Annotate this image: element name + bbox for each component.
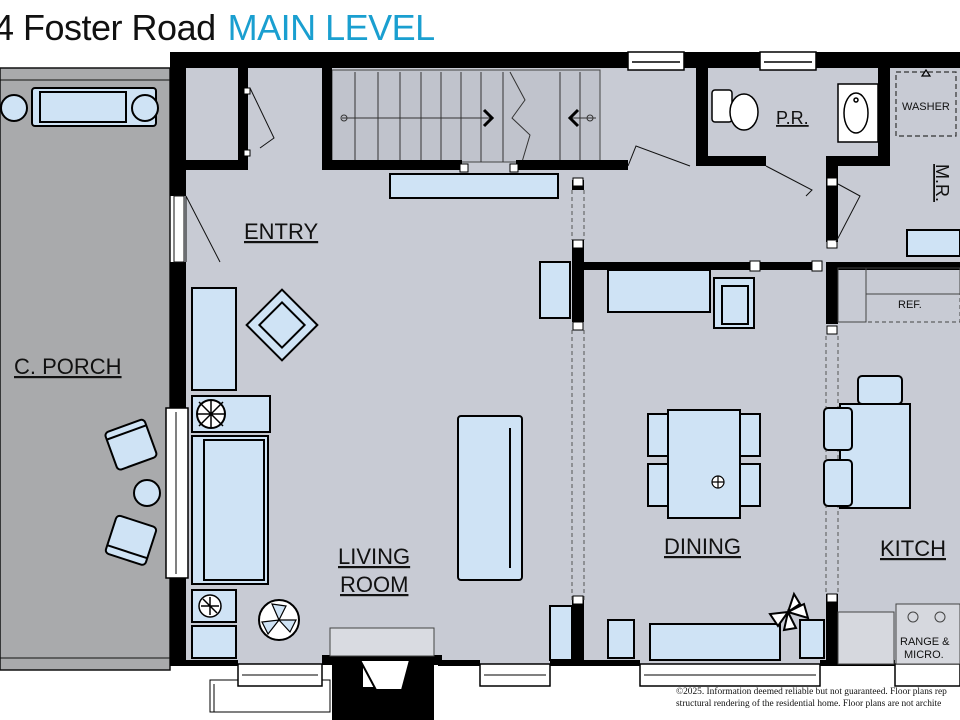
washer-label: WASHER — [902, 101, 950, 113]
porch-furniture — [0, 87, 161, 566]
living-furniture — [191, 173, 573, 661]
fireplace-insert — [358, 659, 412, 691]
porch-floor — [0, 67, 171, 671]
fridge-label: REF. — [898, 299, 922, 311]
range-label-line2: MICRO. — [904, 649, 944, 661]
address-text: 4 Foster Road — [0, 7, 216, 48]
dining-label: DINING — [664, 534, 741, 559]
floor-plant-icon — [768, 591, 810, 632]
living-label-line2: ROOM — [340, 572, 408, 597]
mudroom-label: M.R. — [932, 164, 952, 202]
disclaimer-line1: ©2025. Information deemed reliable but n… — [676, 687, 947, 697]
centerpiece-icon — [711, 475, 725, 489]
living-label-line1: LIVING — [338, 544, 410, 569]
fan-icon — [258, 599, 300, 641]
porch-label: C. PORCH — [14, 354, 122, 379]
range-burners-icon — [907, 611, 946, 623]
level-text: MAIN LEVEL — [227, 7, 436, 48]
stair-arrow-left-icon — [567, 108, 580, 128]
kitchen-label: KITCH — [880, 536, 946, 561]
disclaimer: ©2025. Information deemed reliable but n… — [676, 686, 960, 710]
toilet-icon — [711, 89, 759, 131]
sink-icon — [837, 83, 879, 143]
range-label-line1: RANGE & — [900, 636, 950, 648]
entry-label: ENTRY — [244, 219, 318, 244]
dining-furniture — [607, 269, 825, 661]
plan-title: 4 Foster Road MAIN LEVEL — [0, 6, 435, 50]
washer-outline — [895, 71, 957, 137]
stair-floor — [331, 69, 601, 163]
washer-triangle-icon — [920, 68, 932, 77]
stair-arrow-right-icon — [482, 108, 495, 128]
side-table-icon — [198, 594, 222, 618]
kitchen-fixtures — [823, 229, 960, 509]
disclaimer-line2: structural rendering of the residential … — [676, 699, 942, 709]
doors — [173, 87, 861, 263]
powder-room-label: P.R. — [776, 108, 809, 128]
plant-icon — [196, 399, 226, 429]
staircase — [340, 71, 596, 163]
